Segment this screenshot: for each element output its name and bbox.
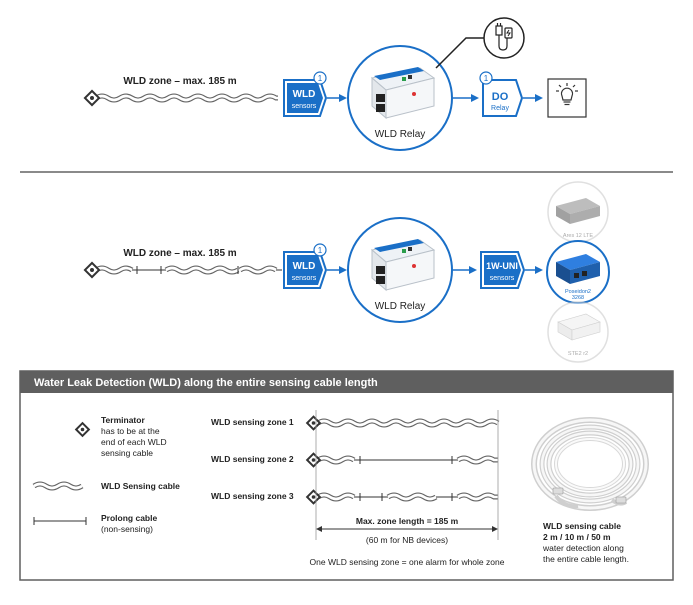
top-callout-line bbox=[435, 37, 484, 69]
device-label-poseidon-2: 3268 bbox=[572, 295, 584, 301]
legend-sensing-cable-label: WLD Sensing cable bbox=[101, 481, 180, 491]
top-relay-node: WLD Relay bbox=[347, 45, 453, 151]
ste2-device: STE2 r2 bbox=[547, 301, 609, 363]
cable-product-lengths: 2 m / 10 m / 50 m bbox=[543, 532, 611, 542]
zone-3-cable bbox=[305, 489, 498, 505]
legend-terminator-desc-1: has to be at the bbox=[101, 426, 160, 436]
top-relay-device-icon bbox=[370, 67, 436, 120]
top-sensing-cable bbox=[94, 93, 278, 103]
middle-relay-device-icon bbox=[370, 239, 436, 292]
top-do-badge-number: 1 bbox=[484, 74, 489, 83]
middle-uni-badge-line2: sensors bbox=[490, 275, 515, 282]
middle-wld-badge-number: 1 bbox=[318, 246, 323, 255]
top-wld-badge-number: 1 bbox=[318, 74, 323, 83]
legend-prolong-title: Prolong cable bbox=[101, 513, 157, 523]
top-do-badge-line2: Relay bbox=[491, 105, 509, 112]
plug-icon bbox=[495, 23, 513, 51]
middle-uni-badge-line1: 1W-UNI bbox=[486, 261, 518, 271]
legend-prolong-cable-icon bbox=[33, 517, 87, 525]
middle-cable-chain bbox=[94, 265, 282, 275]
cable-product-title: WLD sensing cable bbox=[543, 521, 621, 531]
legend-terminator-title: Terminator bbox=[101, 415, 145, 425]
zone-1-label: WLD sensing zone 1 bbox=[211, 417, 294, 427]
middle-1w-uni-badge: 1W-UNI sensors bbox=[480, 251, 526, 289]
top-wld-badge-line2: sensors bbox=[292, 103, 317, 110]
cable-product-desc-1: water detection along bbox=[542, 543, 624, 553]
middle-wld-badge: WLD sensors 1 bbox=[283, 243, 328, 289]
top-terminator-icon bbox=[83, 89, 101, 107]
poseidon-device: Poseidon2 3268 bbox=[546, 240, 610, 304]
middle-relay-node: WLD Relay bbox=[347, 217, 453, 323]
zone-1-cable bbox=[305, 415, 500, 431]
legend-title: Water Leak Detection (WLD) along the ent… bbox=[34, 377, 378, 389]
zone-2-label: WLD sensing zone 2 bbox=[211, 454, 294, 464]
device-label-poseidon-1: Poseidon2 bbox=[565, 289, 591, 295]
top-power-callout bbox=[483, 17, 525, 59]
device-label-ste2: STE2 r2 bbox=[568, 351, 588, 357]
top-do-badge-line1: DO bbox=[492, 91, 509, 103]
legend-terminator-desc-3: sensing cable bbox=[101, 448, 153, 458]
legend-terminator-icon bbox=[74, 421, 91, 438]
top-wld-badge-line1: WLD bbox=[293, 89, 316, 100]
device-label-ares: Ares 12 LTE bbox=[563, 233, 593, 239]
middle-wld-badge-line1: WLD bbox=[293, 261, 316, 272]
nb-note: (60 m for NB devices) bbox=[366, 535, 448, 545]
max-length-label: Max. zone length = 185 m bbox=[356, 516, 459, 526]
top-diagram: WLD zone – max. 185 m WLD sensors 1 bbox=[83, 17, 587, 151]
legend-terminator-desc-2: end of each WLD bbox=[101, 437, 167, 447]
top-do-badge: DO Relay 1 bbox=[479, 71, 524, 117]
middle-diagram: WLD zone – max. 185 m WLD sensors 1 bbox=[83, 181, 610, 363]
middle-terminator-icon bbox=[83, 261, 101, 279]
top-wld-badge: WLD sensors 1 bbox=[283, 71, 328, 117]
legend-header bbox=[20, 371, 673, 393]
cable-product-desc-2: the entire cable length. bbox=[543, 554, 629, 564]
middle-relay-label: WLD Relay bbox=[375, 301, 426, 312]
top-zone-label: WLD zone – max. 185 m bbox=[123, 76, 236, 87]
zone-3-label: WLD sensing zone 3 bbox=[211, 491, 294, 501]
ares-device: Ares 12 LTE bbox=[547, 181, 609, 243]
middle-zone-label: WLD zone – max. 185 m bbox=[123, 248, 236, 259]
legend-sensing-cable-icon bbox=[32, 481, 84, 491]
zone-2-cable bbox=[305, 452, 498, 468]
middle-wld-badge-line2: sensors bbox=[292, 275, 317, 282]
top-relay-label: WLD Relay bbox=[375, 129, 426, 140]
legend-box: Water Leak Detection (WLD) along the ent… bbox=[19, 370, 674, 581]
dimension-arrow bbox=[316, 526, 498, 532]
light-bulb-icon bbox=[547, 78, 587, 118]
cable-coil-image bbox=[531, 417, 649, 511]
legend-footnote: One WLD sensing zone = one alarm for who… bbox=[310, 557, 505, 567]
legend-prolong-desc: (non-sensing) bbox=[101, 524, 153, 534]
